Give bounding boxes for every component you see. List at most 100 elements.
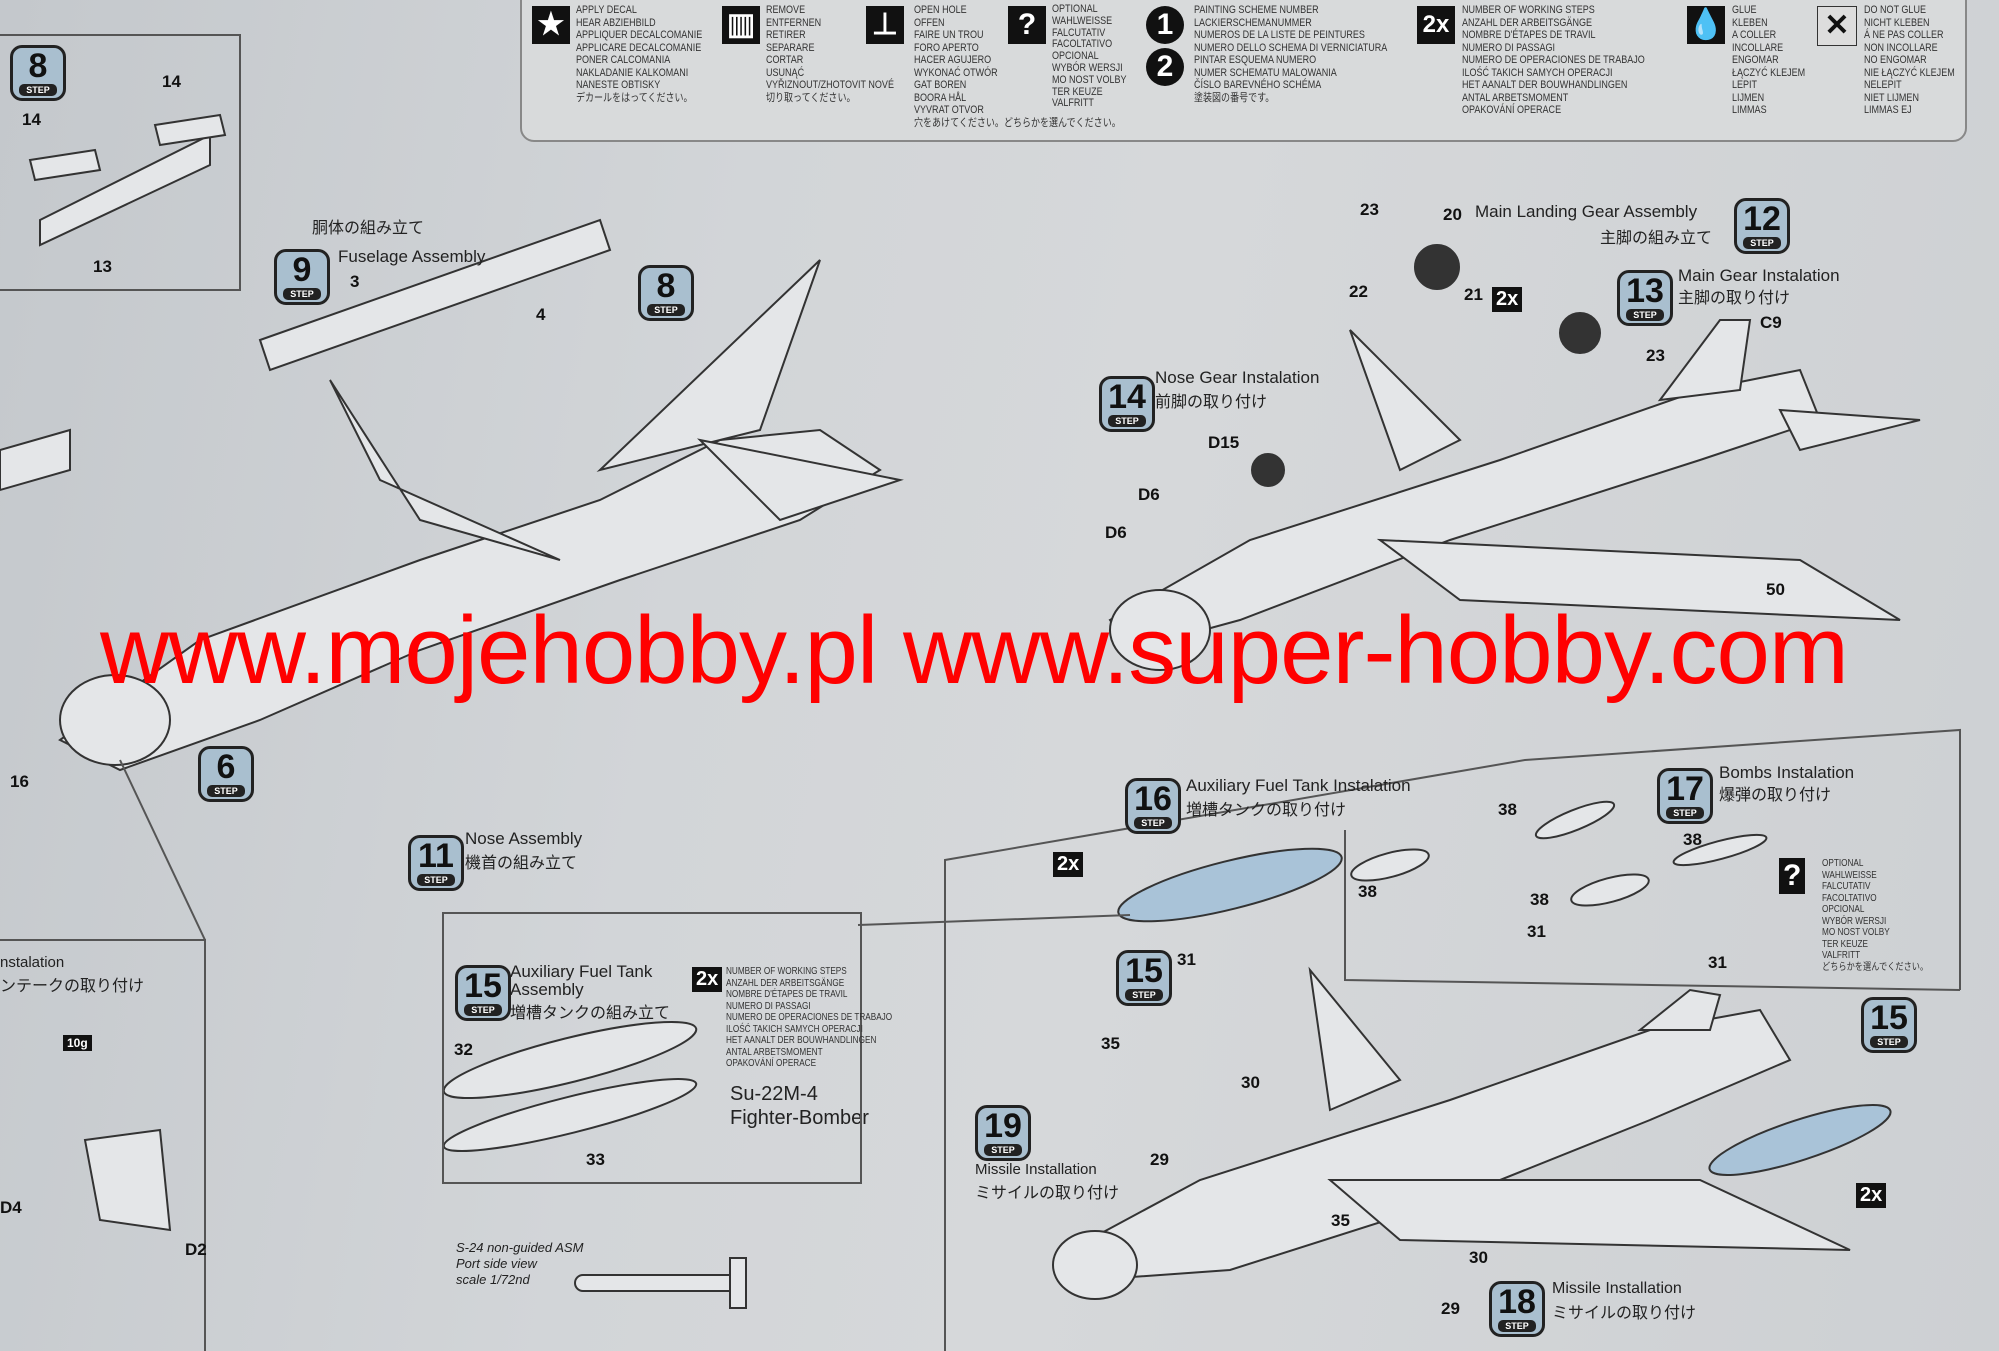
part-number: 14	[22, 110, 41, 129]
main-landing-gear-title-jp: 主脚の組み立て	[1600, 230, 1713, 247]
step15-box	[442, 912, 862, 1184]
step-label: STEP	[1870, 1036, 1908, 1048]
step-label: STEP	[1626, 309, 1664, 321]
step-label: STEP	[19, 84, 57, 96]
nose-title-jp: 機首の組み立て	[465, 855, 578, 872]
missile-19-title: Missile Installation	[975, 1161, 1097, 1178]
part-number: 23	[1360, 200, 1379, 219]
part-number: D6	[1138, 485, 1160, 504]
bottom-aircraft-wing-lower	[1327, 1179, 1851, 1251]
part-number: 31	[1177, 950, 1196, 969]
step15-leader	[857, 914, 1131, 926]
symbol-legend: ★ APPLY DECAL HEAR ABZIEHBILD APPLIQUER …	[520, 0, 1967, 142]
part-number: D6	[1105, 523, 1127, 542]
step-number: 15	[1870, 999, 1908, 1037]
nose-title: Nose Assembly	[465, 829, 583, 848]
step-number: 14	[1108, 378, 1146, 416]
intake-title: nstalation	[0, 954, 65, 971]
step-label: STEP	[1498, 1320, 1536, 1332]
part-number: 38	[1358, 882, 1377, 901]
step-number: 8	[28, 47, 48, 85]
step17-subframe	[1344, 830, 1961, 991]
star-decal-icon: ★	[532, 6, 570, 44]
part-number: 23	[1646, 346, 1665, 365]
legend-optional: OPTIONAL WAHLWEISSE FALCUTATIV FACOLTATI…	[1052, 3, 1127, 110]
step-number: 16	[1134, 780, 1172, 818]
2x-badge: 2x	[692, 967, 723, 992]
part-number: 30	[1469, 1248, 1488, 1267]
intake-leader	[119, 759, 206, 941]
part-number: 50	[1766, 580, 1785, 599]
nose-wheel	[1251, 453, 1285, 487]
part-number: D2	[185, 1240, 207, 1259]
scheme-1-icon: 1	[1146, 6, 1184, 44]
intake-part	[0, 428, 71, 492]
part-number: 35	[1101, 1034, 1120, 1053]
bottom-aircraft-fuselage	[1068, 1008, 1792, 1282]
bomb	[1534, 800, 1616, 840]
aux-fuel-tank	[1708, 1104, 1892, 1176]
part-number: C9	[1760, 313, 1782, 332]
main-wheel	[1414, 244, 1460, 290]
weight-badge: 10g	[63, 1035, 92, 1051]
step-number: 15	[464, 967, 502, 1005]
step-label: STEP	[647, 304, 685, 316]
legend-apply-decal: APPLY DECAL HEAR ABZIEHBILD APPLIQUER DE…	[576, 4, 703, 104]
bomb	[1570, 873, 1650, 907]
main-wheel	[1559, 312, 1601, 354]
glue-icon: 💧	[1687, 6, 1725, 44]
aux-tank-install-title: Auxiliary Fuel Tank Instalation	[1186, 776, 1411, 795]
part-number: 22	[1349, 282, 1368, 301]
part-number: 4	[536, 305, 546, 324]
no-glue-icon: ✕	[1817, 6, 1857, 46]
step-label: STEP	[207, 785, 245, 797]
legend-steps: NUMBER OF WORKING STEPS ANZAHL DER ARBEI…	[1462, 4, 1645, 116]
legend-open-hole: OPEN HOLE OFFEN FAIRE UN TROU FORO APERT…	[914, 4, 1121, 129]
step-label: STEP	[1108, 415, 1146, 427]
intake-cone-part	[83, 1128, 172, 1232]
step-number: 9	[292, 251, 312, 289]
step-label: STEP	[283, 288, 321, 300]
2x-badge: 2x	[1492, 287, 1523, 312]
fuselage-title-jp: 胴体の組み立て	[312, 220, 425, 237]
step-number: 6	[216, 748, 236, 786]
drill-icon: ⊥	[866, 6, 904, 44]
part-number: 3	[350, 272, 360, 291]
right-aircraft-fin	[1657, 319, 1752, 402]
legend-no-glue: DO NOT GLUE NICHT KLEBEN Á NE PAS COLLER…	[1864, 4, 1955, 116]
left-aircraft-fuselage	[58, 428, 882, 772]
left-aircraft-tailplane	[696, 438, 904, 522]
step8-inset-frame	[0, 34, 241, 291]
part-number: 30	[1241, 1073, 1260, 1092]
watermark: www.mojehobby.pl www.super-hobby.com	[100, 597, 1849, 704]
step-label: STEP	[1666, 807, 1704, 819]
left-aircraft-fin	[596, 259, 821, 472]
step-label: STEP	[1134, 817, 1172, 829]
step-number: 12	[1743, 200, 1781, 238]
optional-note: OPTIONAL WAHLWEISSE FALCUTATIV FACOLTATI…	[1822, 858, 1929, 973]
missile-18-title: Missile Installation	[1552, 1280, 1682, 1297]
nose-gear-title: Nose Gear Instalation	[1155, 368, 1320, 387]
part-number: 33	[586, 1150, 605, 1169]
part-14-tab	[153, 113, 227, 147]
2x-badge: 2x	[1856, 1183, 1887, 1208]
part-number: 14	[162, 72, 181, 91]
nose-gear-title-jp: 前脚の取り付け	[1155, 394, 1268, 411]
step-number: 13	[1626, 272, 1664, 310]
right-aircraft-wing	[1349, 329, 1462, 472]
part-number: 38	[1498, 800, 1517, 819]
cut-icon: ▥	[722, 6, 760, 44]
optional-icon: ?	[1779, 858, 1806, 894]
part-number: 16	[10, 772, 29, 791]
aux-fuel-tank	[1117, 847, 1343, 923]
legend-glue: GLUE KLEBEN A COLLER INCOLLARE ENGOMAR Ł…	[1732, 4, 1806, 116]
